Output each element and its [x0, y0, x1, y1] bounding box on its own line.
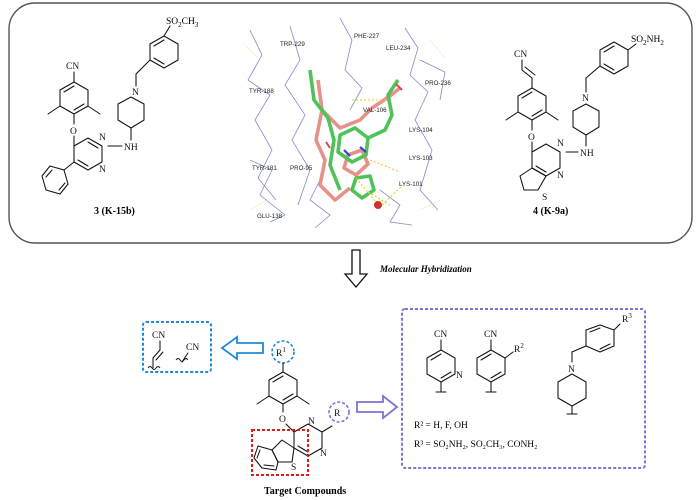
r1-arrow — [220, 335, 264, 361]
benzylpiperidine-phenyl — [585, 324, 615, 353]
compound-4-structure: SO2NH2 N NH N N S O CN — [505, 35, 664, 203]
target-pyrimidine-n1: N — [308, 417, 315, 427]
r-options-box — [401, 308, 646, 469]
r-option-cyanopyridine: CN N — [426, 330, 463, 393]
benzothiophene-highlight-box — [251, 429, 309, 476]
compound-3-pyrimidine-n1: N — [99, 133, 106, 143]
compound-3-cyanophenyl-ring — [59, 81, 89, 115]
benzylpiperidine-r3: R3 — [622, 312, 632, 325]
top-panel-frame — [8, 2, 693, 244]
compound-4-pyrimidine-n1: N — [557, 139, 564, 149]
cyanopyridine-cn: CN — [434, 330, 447, 340]
compound-4-sulfonyl-ring — [599, 41, 629, 75]
target-ether-o: O — [279, 415, 286, 425]
r3-definition: R³ = SO₂NH₂, SO₂CH₃, CONH₂ — [414, 440, 537, 450]
compound-4-piperidine-n: N — [582, 94, 589, 104]
compound-4-label: 4 (K-9a) — [533, 206, 568, 217]
compound-3-label: 3 (K-15b) — [94, 206, 135, 217]
compound-4-nh-label: NH — [580, 149, 594, 159]
compound-3-piperidine-n: N — [132, 88, 139, 98]
compound-3-sulfonyl-ring — [149, 35, 179, 69]
benzylpiperidine-ring — [557, 373, 587, 407]
r2-definition: R² = H, F, OH — [414, 421, 468, 431]
cyanophenyl-cn: CN — [484, 330, 497, 340]
compound-4-ether-o: O — [528, 133, 535, 143]
compound-3-nh-label: NH — [124, 143, 138, 153]
docking-pose-image: TRP-229 PHE-227 LEU-234 TYR-188 PRO-236 … — [244, 17, 451, 229]
residue-label: VAL-106 — [363, 107, 387, 114]
residue-label: LYS-104 — [409, 127, 433, 134]
ligand-k9a-pose — [308, 69, 400, 200]
compound-4-so2nh2-label: SO2NH2 — [631, 35, 664, 47]
cyanophenyl-ring — [476, 349, 506, 383]
cyanopyridine-ring — [426, 349, 456, 383]
benzylpiperidine-n: N — [568, 365, 575, 375]
hydrogen-bonds — [352, 99, 403, 206]
target-pyrimidine-n2: N — [320, 449, 327, 459]
residue-label: LEU-234 — [386, 45, 411, 52]
compound-3-structure: SO2CH3 N NH N N O CN — [41, 17, 199, 195]
r1-options-box — [142, 321, 212, 373]
compound-4-pyrimidine-ring — [531, 143, 561, 177]
r1-acrylonitrile: CN — [147, 331, 165, 370]
target-compound-structure: R1 O N N R S — [251, 340, 350, 476]
residue-label: PHE-227 — [354, 33, 380, 40]
residue-label: TYR-181 — [252, 165, 277, 172]
compound-3-piperidine-ring — [117, 96, 145, 129]
target-r1-label: R1 — [276, 346, 286, 359]
compound-3-ether-o: O — [70, 127, 77, 137]
compound-3-so2ch3-label: SO2CH3 — [166, 17, 199, 29]
target-thiophene-ring — [271, 439, 295, 463]
target-r-label: R — [334, 409, 341, 419]
cyanopyridine-n: N — [456, 371, 463, 381]
target-compounds-label: Target Compounds — [264, 486, 346, 497]
r-arrow — [356, 394, 399, 420]
ligand-oxygens — [325, 83, 403, 149]
cyanophenyl-r2: R2 — [514, 342, 524, 355]
compound-4-thiophene-ring — [519, 167, 547, 191]
residue-label: LYS-101 — [399, 181, 423, 188]
compound-3-pyrimidine-n2: N — [99, 165, 106, 175]
compound-3-pyrimidine-ring — [73, 137, 103, 171]
r-option-cyanophenyl: CN R2 — [476, 330, 524, 393]
residue-label: GLU-138 — [257, 213, 283, 220]
r1-acrylonitrile-cn: CN — [152, 331, 165, 341]
r1-nitrile: CN — [175, 343, 199, 363]
ligand-nitrogens — [343, 146, 367, 157]
compound-4-pyrimidine-n2: N — [557, 171, 564, 181]
hybridization-arrow — [343, 249, 369, 289]
residue-label: LYS-103 — [409, 155, 433, 162]
residue-label: TRP-229 — [280, 41, 305, 48]
hybridization-caption: Molecular Hybridization — [379, 264, 472, 274]
compound-4-thiophene-s: S — [542, 193, 547, 203]
compound-3-phenyl-ring — [41, 165, 69, 195]
r1-nitrile-cn: CN — [186, 343, 199, 353]
residue-label: PRO-236 — [425, 80, 451, 87]
r-option-benzylpiperidine: R3 N — [557, 312, 632, 415]
compound-4-cn-label: CN — [514, 50, 527, 60]
target-thiophene-s: S — [291, 463, 296, 473]
compound-4-aryl-ring — [517, 87, 547, 121]
residue-label: PRO-95 — [290, 165, 313, 172]
protein-backbone-lines — [247, 17, 446, 229]
compound-3-cn-label: CN — [66, 62, 79, 72]
target-benzo-ring — [253, 445, 279, 471]
water-molecule — [374, 201, 382, 209]
r-highlight-circle — [328, 401, 350, 423]
residue-label: TYR-188 — [249, 88, 274, 95]
compound-4-piperidine-ring — [572, 103, 600, 136]
target-aryl-ring — [268, 371, 298, 405]
